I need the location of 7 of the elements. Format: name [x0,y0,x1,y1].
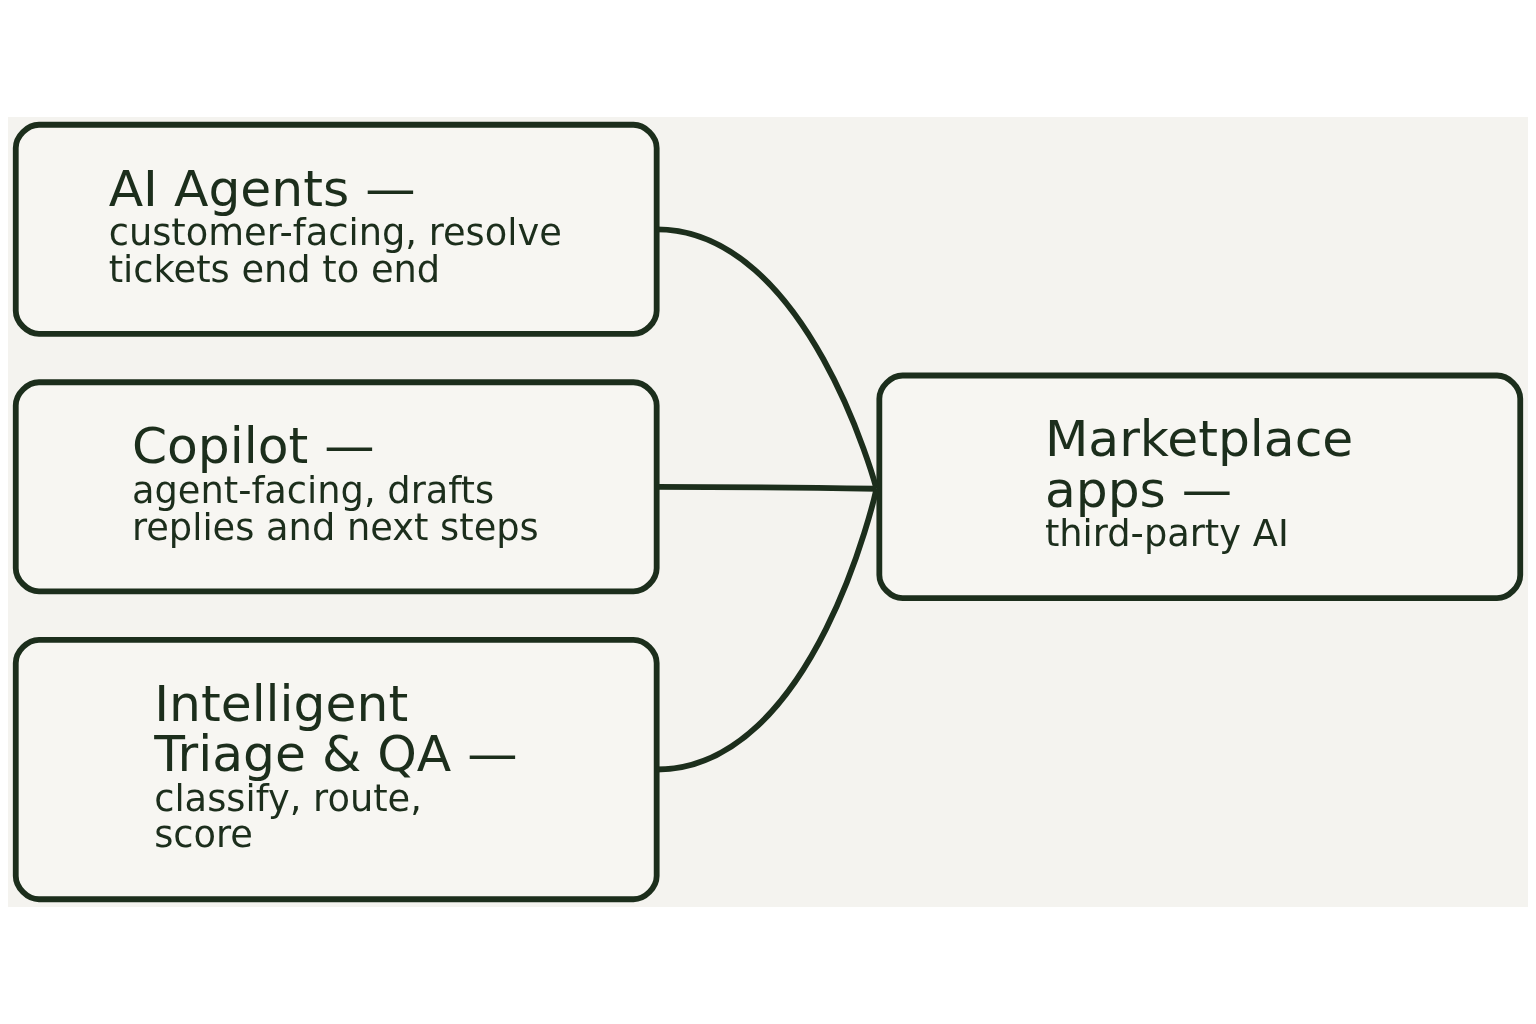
connector [656,483,877,492]
connector [656,226,880,490]
node-box: Marketplace apps — third-party AI [876,372,1524,602]
node-box: Copilot — agent-facing, drafts replies and next steps [12,379,660,595]
node-box: AI Agents — customer-facing, resolve tickets end to end [12,121,660,337]
node-box: Intelligent Triage & QA — classify, route, score [12,636,660,903]
connector [656,488,880,773]
